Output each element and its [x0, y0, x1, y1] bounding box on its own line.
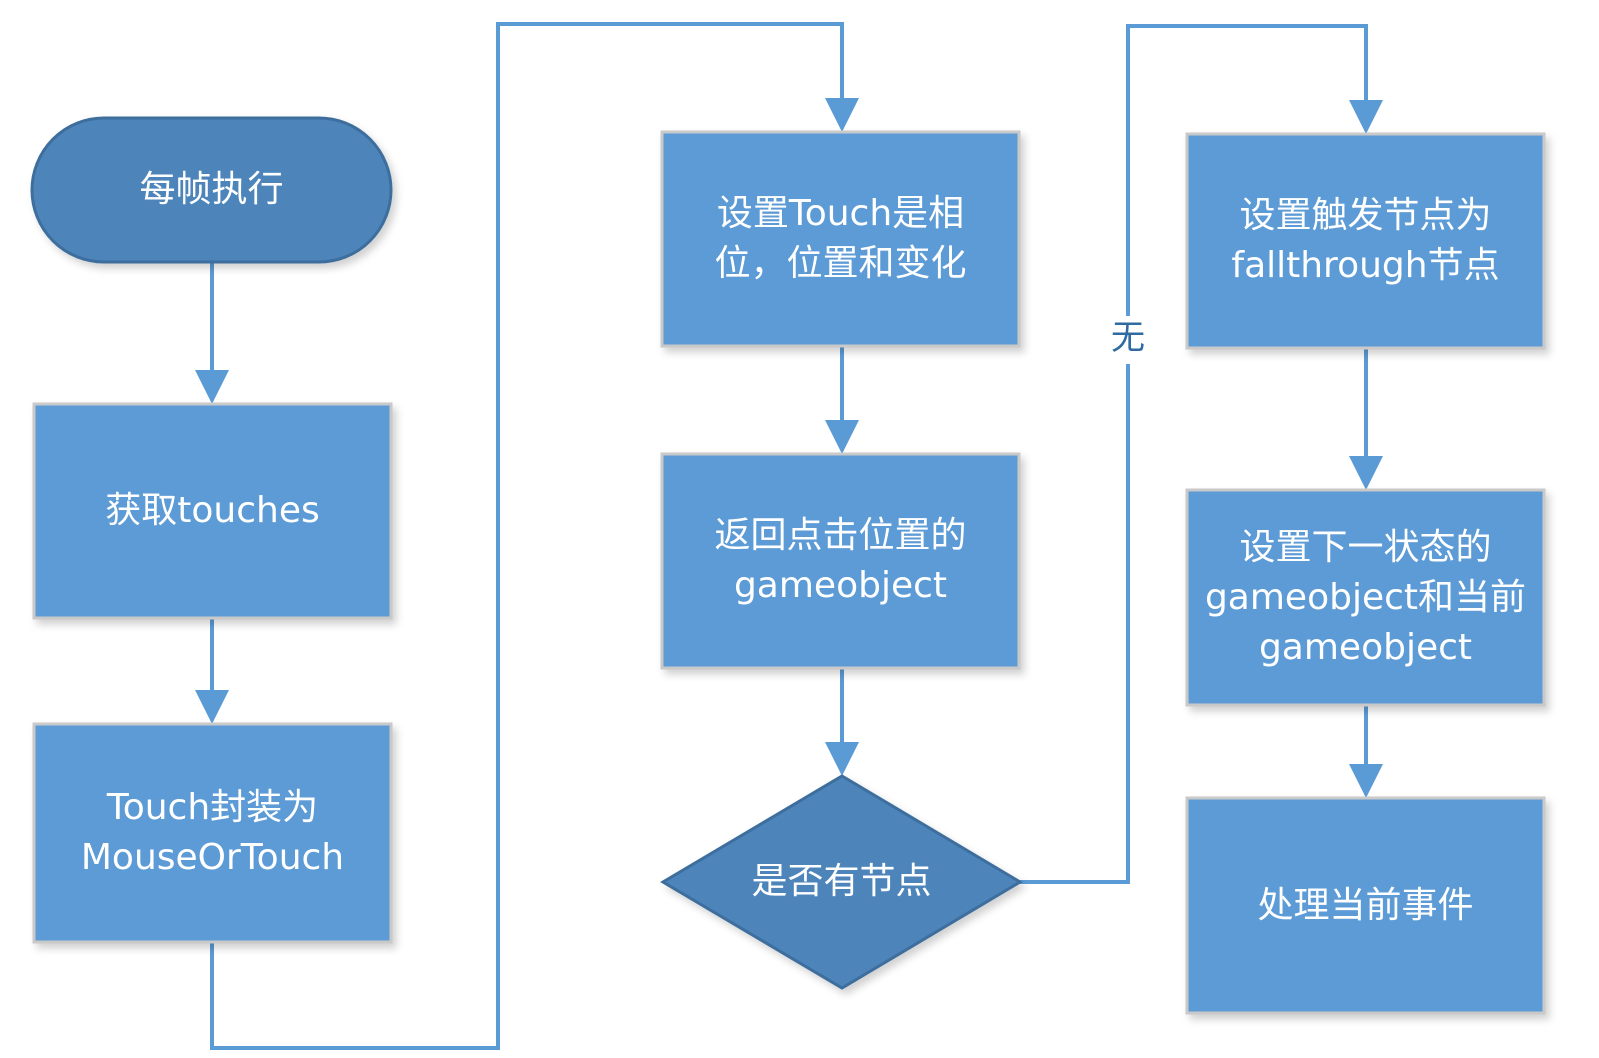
arrowhead-has-node — [825, 742, 859, 776]
set-touch-box — [660, 130, 1021, 348]
set-trigger-box — [1185, 132, 1546, 350]
set-next-state-label: 设置下一状态的 gameobject和当前 gameobject — [1204, 526, 1527, 668]
get-touches-label: 获取touches — [105, 490, 320, 531]
arrowhead-set-trigger — [1349, 100, 1383, 134]
handle-event-box — [1185, 796, 1546, 1015]
set-touch-label: 设置Touch是相 位，位置和变化 — [714, 193, 967, 284]
edge-wrap-touch-to-set-touch — [210, 22, 844, 1050]
arrowhead-handle-event — [1349, 764, 1383, 798]
arrowhead-return-object — [825, 420, 859, 454]
start-terminal-shape — [30, 116, 393, 264]
wrap-touch-label: Touch封装为 MouseOrTouch — [80, 787, 345, 878]
no-branch-label: 无 — [1108, 316, 1148, 364]
arrowhead-get-touches — [195, 370, 229, 404]
has-node-label: 是否有节点 — [751, 861, 932, 902]
edge-has-node-to-set-trigger — [1020, 24, 1368, 884]
nodes — [30, 116, 1546, 1015]
set-next-state-box — [1185, 488, 1546, 707]
arrowhead-wrap-touch — [195, 690, 229, 724]
arrowhead-set-next-state — [1349, 456, 1383, 490]
start-label: 每帧执行 — [139, 169, 284, 210]
handle-event-label: 处理当前事件 — [1257, 884, 1474, 926]
wrap-touch-box — [32, 722, 393, 944]
return-object-box — [660, 452, 1021, 670]
set-trigger-label: 设置触发节点为 fallthrough节点 — [1231, 195, 1500, 286]
has-node-diamond — [660, 774, 1023, 990]
arrowheads — [195, 98, 1383, 798]
return-object-label: 返回点击位置的 gameobject — [714, 515, 967, 606]
get-touches-box — [32, 402, 393, 620]
connectors — [210, 22, 1368, 1050]
arrowhead-set-touch — [825, 98, 859, 132]
